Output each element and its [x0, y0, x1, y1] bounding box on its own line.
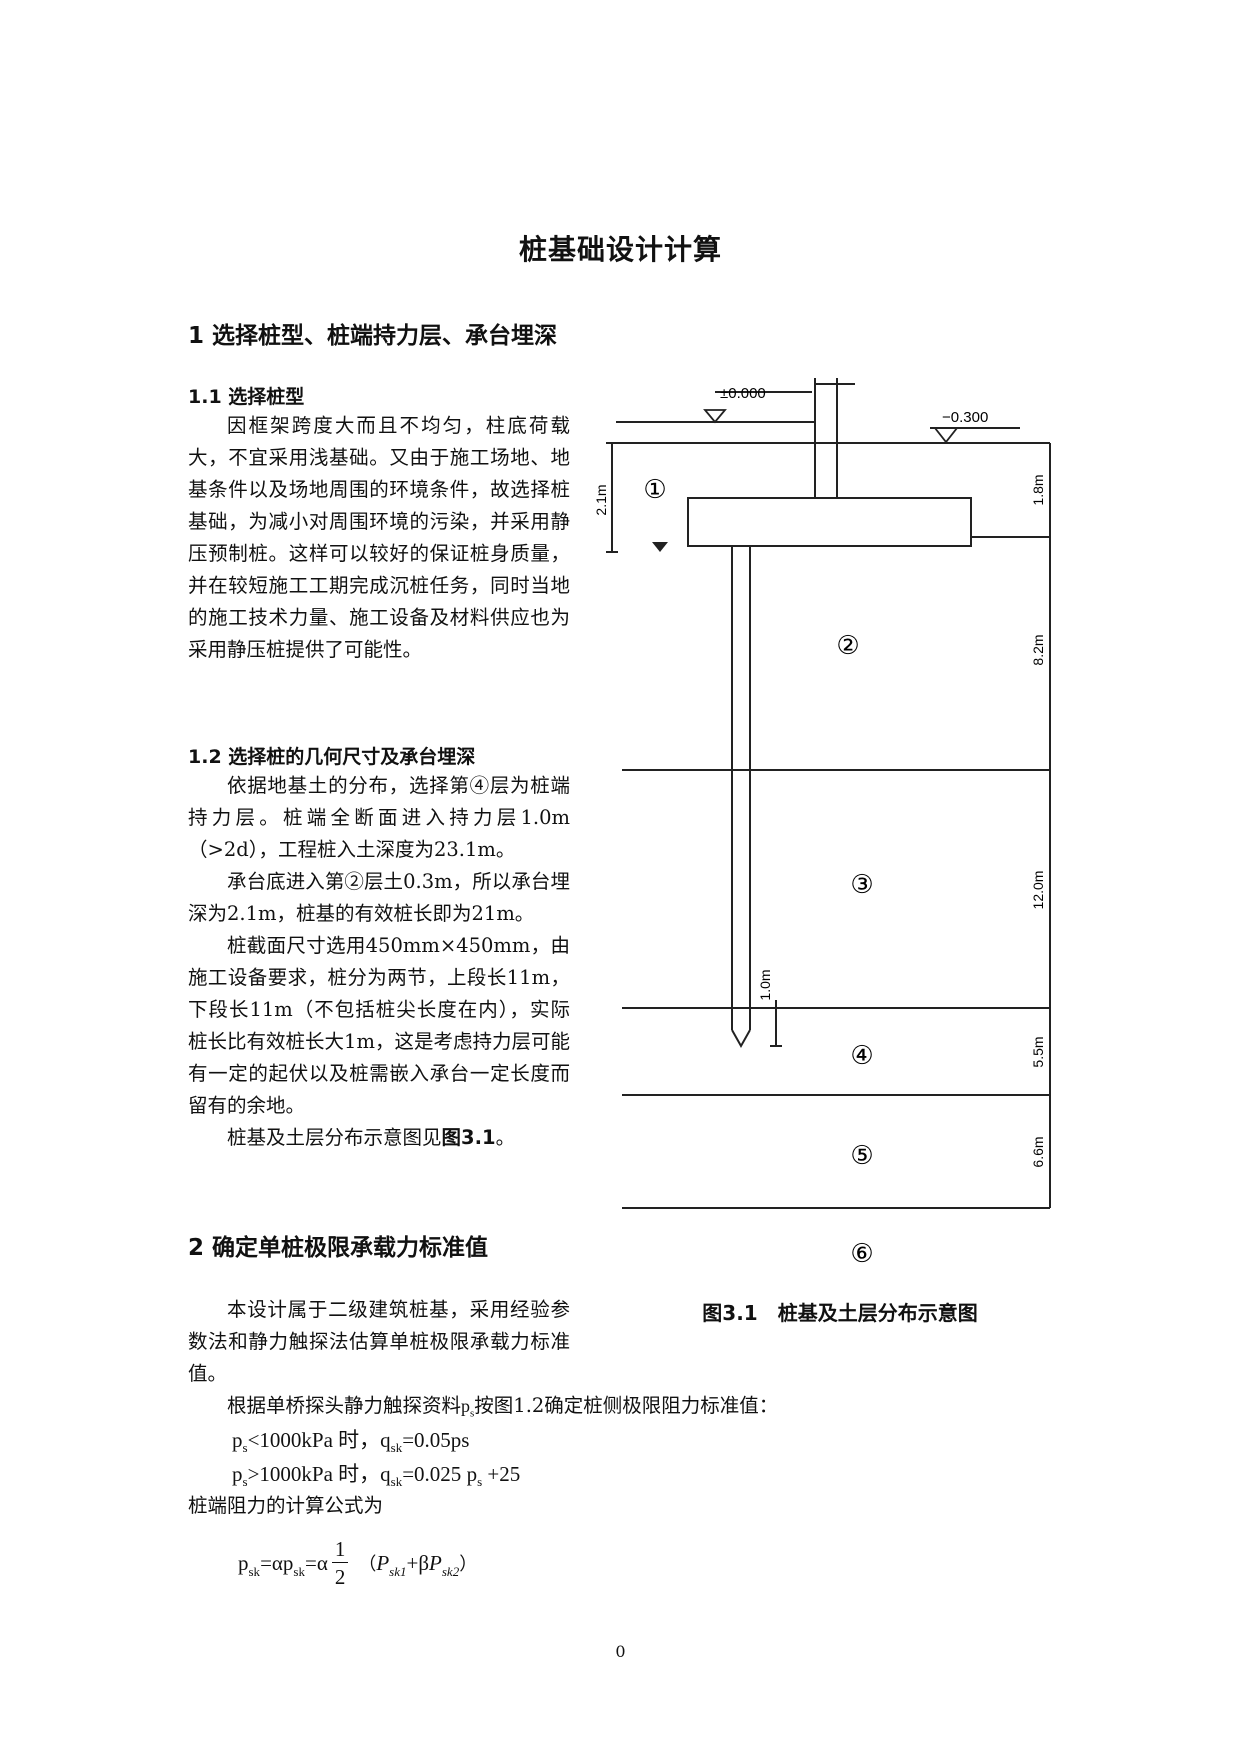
pile-tip-dim-label: 1.0m — [757, 969, 773, 1000]
f3-P2: P — [429, 1550, 442, 1575]
f3-sub-sk2: sk — [293, 1564, 305, 1579]
paragraph-tip-formula-intro: 桩端阻力的计算公式为 — [188, 1494, 384, 1517]
f2-eq: =0.025 — [402, 1462, 462, 1486]
page-number: 0 — [615, 1642, 626, 1661]
cpt-text-a: 根据单桥探头静力触探资料 — [227, 1394, 462, 1417]
pile-tip — [731, 1029, 751, 1049]
f1-q: q — [380, 1428, 391, 1452]
f1-sub-sk: sk — [390, 1440, 403, 1456]
f3-lhs: =αp — [260, 1550, 294, 1575]
section-1-heading: 1 选择桩型、桩端持力层、承台埋深 — [188, 323, 558, 349]
cap-bottom-marker — [652, 542, 668, 552]
section-1-1-paragraph: 因框架跨度大而且不均匀，柱底荷载大，不宜采用浅基础。又由于施工场地、地基条件以及… — [188, 410, 570, 666]
f3-open-paren: （ — [358, 1554, 377, 1574]
elev-top-marker — [703, 409, 727, 424]
figure-ref-end: 。 — [495, 1126, 516, 1149]
f3-mid: =α — [304, 1550, 328, 1575]
f2-q: q — [380, 1462, 391, 1486]
layer-marker-5: ⑤ — [850, 1140, 873, 1170]
paragraph-pile-section: 桩截面尺寸选用450mm×450mm，由施工设备要求，桩分为两节，上段长11m，… — [188, 934, 570, 1117]
paragraph-bearing-layer: 依据地基土的分布，选择第④层为桩端持力层。桩端全断面进入持力层1.0m（>2d）… — [188, 774, 570, 861]
depth-label-5: 6.6m — [1030, 1136, 1046, 1167]
figure-caption: 图3.1 桩基及土层分布示意图 — [702, 1301, 978, 1325]
layer-marker-1: ① — [643, 474, 666, 504]
depth-label-1: 1.8m — [1030, 474, 1046, 505]
section-2-cpt-text: 根据单桥探头静力触探资料ps按图1.2确定桩侧极限阻力标准值： — [188, 1390, 1108, 1430]
paragraph-figure-ref: 桩基及土层分布示意图见图3.1。 — [188, 1122, 570, 1154]
elev-ground-label: −0.300 — [942, 409, 988, 426]
layer-marker-4: ④ — [850, 1040, 873, 1070]
f3-sub-sk1b: sk1 — [389, 1564, 407, 1579]
section-1-2-paragraphs: 依据地基土的分布，选择第④层为桩端持力层。桩端全断面进入持力层1.0m（>2d）… — [188, 770, 570, 1154]
depth-label-3: 12.0m — [1030, 871, 1046, 910]
section-2-heading: 2 确定单桩极限承载力标准值 — [188, 1235, 489, 1261]
layer-marker-2: ② — [836, 630, 859, 660]
elev-top-label: ±0.000 — [720, 385, 766, 402]
paragraph-pile-type: 因框架跨度大而且不均匀，柱底荷载大，不宜采用浅基础。又由于施工场地、地基条件以及… — [188, 414, 570, 661]
section-1-2-heading: 1.2 选择桩的几何尺寸及承台埋深 — [188, 746, 476, 768]
f3-sub-sk1: sk — [248, 1564, 261, 1579]
f3-plus: +β — [406, 1550, 430, 1575]
f2-sub-sk: sk — [390, 1474, 403, 1490]
f2-p: p — [232, 1462, 243, 1486]
f2-tail: +25 — [487, 1462, 521, 1486]
f3-numerator: 1 — [331, 1536, 349, 1563]
f2-sub-s: s — [242, 1474, 248, 1490]
f3-p1: p — [238, 1550, 249, 1575]
sub-s: s — [470, 1407, 475, 1420]
elev-ground-marker — [933, 427, 959, 444]
f3-P1: P — [376, 1550, 390, 1575]
f2-sub-s2: s — [477, 1474, 483, 1490]
layer-marker-3: ③ — [850, 869, 873, 899]
f3-close-paren: ） — [459, 1554, 478, 1574]
f1-sub-s: s — [242, 1440, 248, 1456]
depth-label-2: 8.2m — [1030, 634, 1046, 665]
depth-label-4: 5.5m — [1030, 1036, 1046, 1067]
layer-marker-6: ⑥ — [850, 1238, 873, 1268]
section-2-paragraph: 本设计属于二级建筑桩基，采用经验参数法和静力触探法估算单桩极限承载力标准值。 — [188, 1294, 570, 1390]
figure-ref-text: 桩基及土层分布示意图见 — [227, 1126, 442, 1149]
formula-2: ps>1000kPa 时，qsk=0.025 ps +25 — [232, 1458, 520, 1490]
f3-fraction: 1 2 — [331, 1536, 349, 1591]
f1-cond: <1000kPa 时， — [247, 1428, 381, 1452]
figure-ref-link: 图3.1 — [441, 1126, 496, 1149]
symbol-p: p — [461, 1396, 471, 1416]
paragraph-cap-depth: 承台底进入第②层土0.3m，所以承台埋深为2.1m，桩基的有效桩长即为21m。 — [188, 870, 570, 925]
paragraph-method: 本设计属于二级建筑桩基，采用经验参数法和静力触探法估算单桩极限承载力标准值。 — [188, 1298, 570, 1385]
page-title: 桩基础设计计算 — [518, 233, 722, 266]
f1-p: p — [232, 1428, 243, 1452]
f2-cond: >1000kPa 时， — [247, 1462, 381, 1486]
f3-sub-sk2b: sk2 — [441, 1564, 460, 1579]
f1-eq: =0.05ps — [402, 1428, 470, 1452]
section-1-1-heading: 1.1 选择桩型 — [188, 386, 305, 408]
cpt-text-b: 按图1.2确定桩侧极限阻力标准值： — [474, 1394, 779, 1417]
f2-p2: p — [466, 1462, 478, 1486]
dim-left-label: 2.1m — [593, 484, 609, 515]
f3-denominator: 2 — [334, 1564, 346, 1589]
formula-1: ps<1000kPa 时，qsk=0.05ps — [232, 1424, 469, 1456]
pile-cap — [687, 497, 972, 547]
